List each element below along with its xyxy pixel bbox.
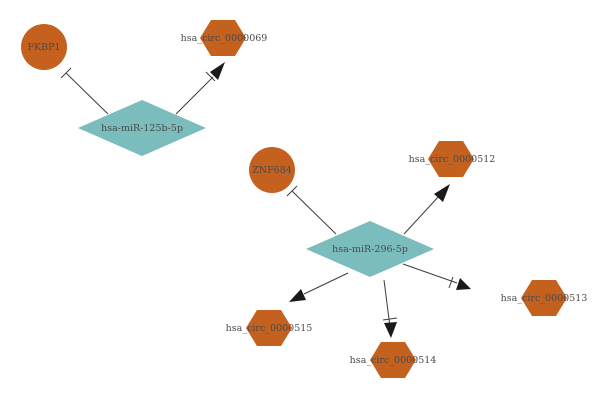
node-circ514-label: hsa_circ_0000514 <box>350 355 437 366</box>
node-circ069[interactable]: hsa_circ_0000069 <box>181 20 268 56</box>
circ515-hexagon <box>246 310 292 346</box>
node-mir296[interactable]: hsa-miR-296-5p <box>306 221 434 277</box>
node-circ513[interactable]: hsa_circ_0000513 <box>501 280 588 316</box>
edge-mir296-circ513-bar <box>448 276 454 289</box>
node-circ513-label: hsa_circ_0000513 <box>501 293 588 304</box>
edge-mir296-circ513 <box>402 263 458 284</box>
fkbp1-circle <box>21 24 67 70</box>
node-circ515[interactable]: hsa_circ_0000515 <box>226 310 313 346</box>
edge-mir296-circ512-arrow <box>434 184 450 202</box>
node-circ069-label: hsa_circ_0000069 <box>181 33 268 44</box>
edge-mir296-zmrco-inhibit-bar <box>286 185 298 197</box>
edge-mir125b-circ069 <box>175 76 214 115</box>
edge-mir296-circ513-arrow <box>456 278 471 290</box>
edge-mir125b-fkbp1 <box>65 72 109 115</box>
node-mir296-label: hsa-miR-296-5p <box>332 244 408 255</box>
edges <box>60 62 471 338</box>
edge-mir125b-circ069-arrow <box>210 62 225 80</box>
node-circ514[interactable]: hsa_circ_0000514 <box>350 342 437 378</box>
node-zmrco-label: ZNF684 <box>252 165 292 176</box>
node-fkbp1[interactable]: FKBP1 <box>21 24 67 70</box>
mir296-diamond <box>306 221 434 277</box>
mir125b-diamond <box>78 100 206 156</box>
node-zmrco[interactable]: ZNF684 <box>249 147 295 193</box>
node-mir125b[interactable]: hsa-miR-125b-5p <box>78 100 206 156</box>
circ069-hexagon <box>200 20 246 56</box>
circ512-hexagon <box>428 141 474 177</box>
edge-mir296-circ515 <box>303 272 349 295</box>
node-circ512-label: hsa_circ_0000512 <box>409 154 496 165</box>
edge-mir296-zmrco <box>291 190 337 235</box>
node-mir125b-label: hsa-miR-125b-5p <box>101 123 183 134</box>
node-circ512[interactable]: hsa_circ_0000512 <box>409 141 496 177</box>
edge-mir296-circ512 <box>403 194 441 235</box>
node-circ515-label: hsa_circ_0000515 <box>226 323 313 334</box>
circ513-hexagon <box>521 280 567 316</box>
edge-mir296-circ514-arrow <box>384 322 397 338</box>
zmrco-circle <box>249 147 295 193</box>
edge-mir296-circ515-arrow <box>289 289 306 302</box>
circ514-hexagon <box>370 342 416 378</box>
node-fkbp1-label: FKBP1 <box>27 42 60 53</box>
edge-mir296-circ514-bar <box>382 317 398 321</box>
edge-mir125b-circ069-bar <box>205 71 216 82</box>
nodes: FKBP1 hsa_circ_0000069 hsa-miR-125b-5p h… <box>21 20 587 378</box>
edge-mir125b-fkbp1-inhibit-bar <box>60 67 72 79</box>
